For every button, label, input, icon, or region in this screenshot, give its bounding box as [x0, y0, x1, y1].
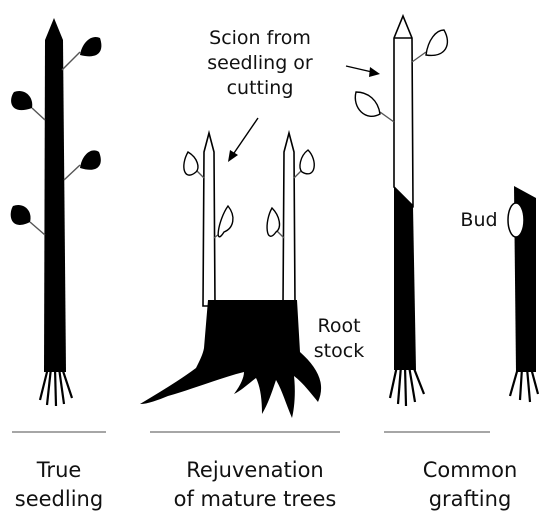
caption-rejuvenation-line-2: of mature trees: [160, 485, 350, 514]
leaf: [80, 150, 101, 169]
true-seedling-plant: [11, 18, 102, 406]
leaf: [11, 91, 32, 110]
leaf: [11, 205, 31, 225]
leaf: [218, 206, 233, 237]
scion-label-line-2: seedling or: [198, 51, 322, 76]
caption-rejuvenation-line-1: Rejuvenation: [160, 456, 350, 485]
caption-true-seedling-line-2: seedling: [4, 485, 114, 514]
leaf: [426, 30, 447, 55]
caption-true-seedling: True seedling: [4, 456, 114, 514]
roots: [510, 368, 538, 402]
rootstock-label: Root stock: [306, 314, 372, 364]
rootstock-stump: [140, 300, 321, 418]
leaf: [184, 152, 198, 175]
roots: [40, 368, 72, 406]
caption-common-grafting-line-1: Common: [410, 456, 530, 485]
sprout-stem: [203, 133, 215, 306]
rootstock-label-line-2: stock: [306, 339, 372, 364]
rejuvenation-plant: [140, 133, 321, 418]
bud-label-text: Bud: [456, 208, 502, 233]
bud-label: Bud: [456, 208, 502, 233]
scion-label-line-3: cutting: [198, 76, 322, 101]
leaf: [355, 92, 380, 116]
rootstock-label-line-1: Root: [306, 314, 372, 339]
seedling-stem: [44, 18, 66, 372]
scion-arrow-right: [346, 66, 380, 77]
budded-rootstock: [508, 186, 538, 402]
rootstock-stem: [394, 187, 416, 370]
leaf: [300, 150, 314, 174]
sprout-stem: [283, 133, 295, 306]
bud: [508, 203, 524, 237]
scion-arrow-left: [228, 118, 258, 162]
caption-rejuvenation: Rejuvenation of mature trees: [160, 456, 350, 514]
roots: [390, 366, 424, 406]
caption-common-grafting: Common grafting: [410, 456, 530, 514]
leaf: [80, 37, 101, 56]
caption-common-grafting-line-2: grafting: [410, 485, 530, 514]
scion-label: Scion from seedling or cutting: [198, 26, 322, 101]
scion-label-line-1: Scion from: [198, 26, 322, 51]
caption-true-seedling-line-1: True: [4, 456, 114, 485]
scion-stem: [394, 16, 413, 206]
